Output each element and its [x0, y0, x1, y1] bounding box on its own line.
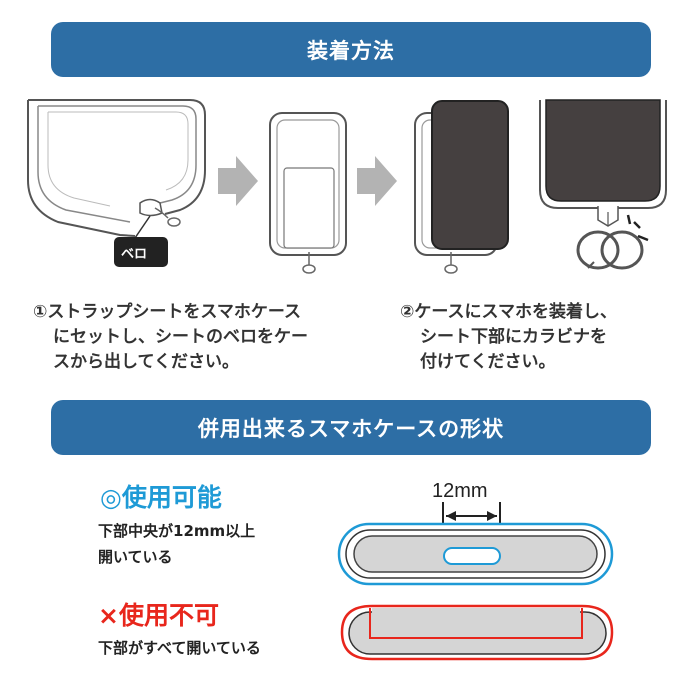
step-2-line-2: シート下部にカラビナを	[420, 327, 607, 347]
installation-illustrations	[27, 99, 667, 274]
step-1-line-3: スから出してください。	[53, 352, 239, 372]
usable-desc-line-1: 下部中央が12mm以上	[98, 522, 256, 540]
usable-case-shape	[337, 502, 614, 586]
case-with-phone-illustration	[414, 100, 509, 274]
usable-description: 下部中央が12mm以上 開いている	[98, 518, 255, 570]
unusable-title: ×使用不可	[98, 601, 219, 630]
compatible-cases-banner: 併用出来るスマホケースの形状	[51, 400, 651, 455]
step-2-line-1: ②ケースにスマホを装着し、	[400, 302, 618, 322]
install-method-banner: 装着方法	[51, 22, 651, 77]
phone-with-carabiner-illustration	[539, 99, 667, 270]
case-with-sheet-illustration	[269, 112, 347, 274]
step-1-instruction: ①ストラップシートをスマホケース にセットし、シートのベロをケー スから出してく…	[33, 300, 308, 375]
usable-desc-line-2: 開いている	[98, 548, 173, 566]
arrow-right-icon	[357, 156, 397, 206]
unusable-case-shape	[340, 604, 614, 661]
step-2-instruction: ②ケースにスマホを装着し、 シート下部にカラビナを 付けてください。	[400, 300, 617, 375]
usable-title: ◎使用可能	[100, 483, 222, 512]
step-2-line-3: 付けてください。	[420, 352, 556, 372]
step-1-line-2: にセットし、シートのベロをケー	[53, 327, 308, 347]
unusable-description: 下部がすべて開いている	[98, 639, 261, 657]
arrow-right-icon	[218, 156, 258, 206]
dimension-label: 12mm	[432, 480, 488, 502]
belo-label: ベロ	[121, 247, 148, 262]
case-corner-illustration	[27, 99, 206, 267]
belo-callout	[114, 237, 168, 267]
step-1-line-1: ①ストラップシートをスマホケース	[33, 302, 302, 322]
